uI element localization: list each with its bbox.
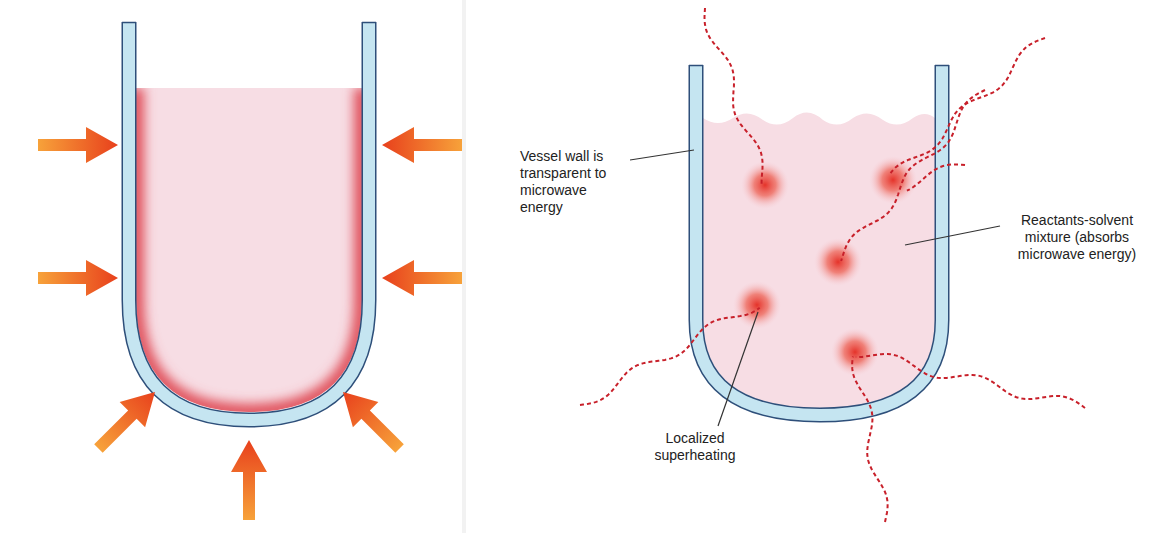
microwave-ray — [856, 354, 1085, 408]
callout-label: Reactants-solvent mixture (absorbs micro… — [1002, 212, 1152, 263]
microwave-ray — [841, 90, 985, 261]
microwave-ray — [907, 164, 965, 190]
microwave-rays — [580, 8, 1085, 522]
microwave-ray — [890, 38, 1045, 174]
leader-lines — [630, 150, 1000, 426]
conventional-vessel — [122, 22, 376, 420]
microwave-ray — [852, 357, 888, 523]
heat-arrows — [38, 127, 462, 520]
microwave-ray — [580, 308, 760, 405]
microwave-ray — [705, 8, 763, 184]
callout-label: Localized superheating — [640, 430, 750, 464]
callout-label: Vessel wall is transparent to microwave … — [520, 148, 628, 216]
